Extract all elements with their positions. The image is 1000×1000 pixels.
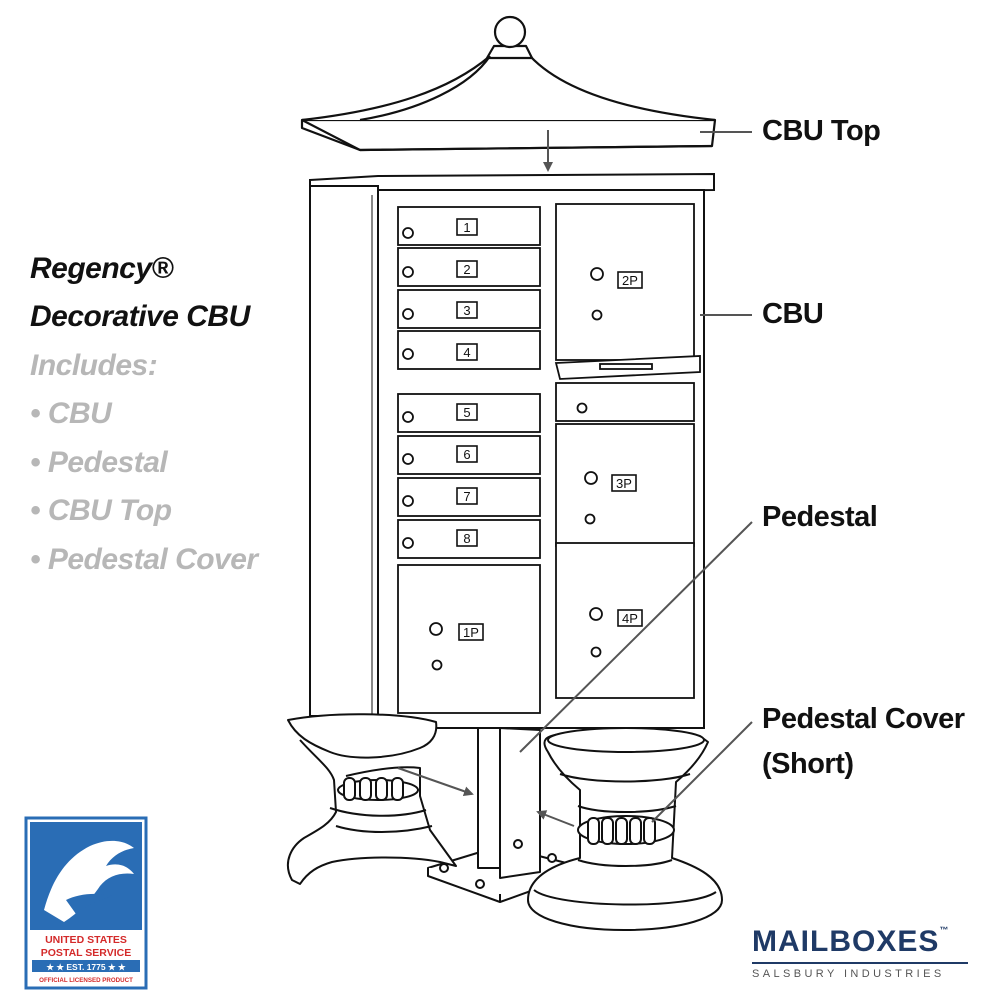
door-label-2: 2	[463, 262, 470, 277]
callout-pedestal: Pedestal	[762, 501, 878, 533]
mailboxes-brand-logo: MAILBOXES™ SALSBURY INDUSTRIES	[752, 925, 972, 980]
usps-badge-line2: POSTAL SERVICE	[41, 947, 131, 959]
door-label-3p: 3P	[616, 476, 632, 491]
callout-pedestal-cover-short: (Short)	[762, 748, 854, 780]
door-label-5: 5	[463, 405, 470, 420]
includes-item-pedestal-cover: • Pedestal Cover	[30, 543, 258, 576]
includes-item-pedestal: • Pedestal	[30, 446, 168, 479]
includes-item-cbu-top: • CBU Top	[30, 494, 172, 527]
cbu-top-illustration	[300, 15, 717, 152]
pedestal-illustration	[427, 727, 579, 903]
includes-label: Includes:	[30, 349, 158, 382]
door-label-1p: 1P	[463, 625, 479, 640]
usps-badge-line4: OFFICIAL LICENSED PRODUCT	[39, 977, 133, 984]
door-label-4p: 4P	[622, 611, 638, 626]
door-label-1: 1	[463, 220, 470, 235]
door-number-plates	[456, 218, 643, 641]
leader-lines	[397, 130, 753, 827]
usps-badge-line3: ★ ★ EST. 1775 ★ ★	[46, 962, 127, 972]
product-name: Regency®	[30, 252, 174, 285]
product-type: Decorative CBU	[30, 300, 250, 333]
includes-item-cbu: • CBU	[30, 397, 112, 430]
door-label-3: 3	[463, 303, 470, 318]
eagle-icon	[44, 840, 134, 922]
door-label-7: 7	[463, 489, 470, 504]
brand-trademark: ™	[939, 925, 949, 935]
door-label-6: 6	[463, 447, 470, 462]
brand-divider	[752, 962, 968, 964]
brand-subtitle: SALSBURY INDUSTRIES	[752, 968, 945, 980]
door-label-2p: 2P	[622, 273, 638, 288]
callout-cbu-top: CBU Top	[762, 115, 881, 147]
door-label-8: 8	[463, 531, 470, 546]
door-locks	[402, 227, 604, 671]
pedestal-cover-left-half	[286, 713, 457, 885]
callout-pedestal-cover: Pedestal Cover	[762, 703, 965, 735]
brand-name: MAILBOXES	[752, 925, 940, 958]
callout-cbu: CBU	[762, 298, 824, 330]
door-label-4: 4	[463, 345, 470, 360]
usps-badge-line1: UNITED STATES	[45, 934, 127, 946]
pedestal-cover-short-illustration	[527, 727, 723, 931]
usps-licensed-badge: UNITED STATES POSTAL SERVICE ★ ★ EST. 17…	[24, 816, 148, 990]
